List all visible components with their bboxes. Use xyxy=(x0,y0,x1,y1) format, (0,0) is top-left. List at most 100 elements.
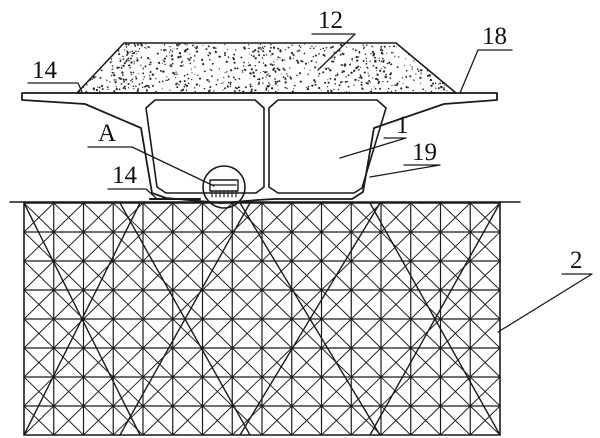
ballast-grain xyxy=(418,50,421,53)
ballast-grain xyxy=(277,47,280,50)
ballast-grain xyxy=(97,86,99,88)
ballast-grain xyxy=(293,54,295,57)
scaffold-diagonal xyxy=(261,376,293,407)
ballast-grain xyxy=(448,66,450,68)
ballast-grain xyxy=(265,74,268,76)
ballast-grain xyxy=(269,63,272,66)
ballast-grain xyxy=(209,68,211,71)
ballast-grain xyxy=(358,79,360,82)
ballast-grain xyxy=(247,64,250,67)
ballast-grain xyxy=(121,71,124,74)
ballast-grain xyxy=(137,73,139,75)
ballast-grain xyxy=(327,79,329,81)
ballast-grain xyxy=(133,88,135,90)
scaffold-diagonal xyxy=(291,202,322,233)
ballast-grain xyxy=(189,56,192,59)
scaffold-diagonal xyxy=(350,376,382,407)
ballast-grain xyxy=(447,61,449,63)
ballast-grain xyxy=(243,46,246,49)
ballast-grain xyxy=(170,63,172,66)
ballast-grain xyxy=(443,50,446,53)
ballast-grain xyxy=(274,82,277,85)
ballast-grain xyxy=(159,69,162,72)
ballast-grain xyxy=(250,88,253,91)
ballast-grain xyxy=(107,88,109,91)
ballast-grain xyxy=(247,47,249,49)
ballast-grain xyxy=(320,89,322,91)
scaffold-diagonal xyxy=(83,347,114,378)
ballast-grain xyxy=(365,60,368,62)
ballast-grain xyxy=(119,58,121,60)
ballast-grain xyxy=(124,49,126,51)
ballast-grain xyxy=(122,64,125,67)
ballast-grain xyxy=(366,66,368,69)
scaffold-diagonal xyxy=(172,347,203,378)
ballast-grain xyxy=(141,82,144,84)
ballast-grain xyxy=(236,67,239,70)
ballast-grain xyxy=(326,89,330,93)
ballast-grain xyxy=(380,68,382,70)
ballast-grain xyxy=(382,70,386,73)
ballast-grain xyxy=(162,59,164,61)
ballast-grain xyxy=(338,84,341,87)
ballast-grain xyxy=(123,85,126,88)
ballast-grain xyxy=(101,88,104,90)
ballast-grain xyxy=(446,90,448,92)
ballast-grain xyxy=(143,76,146,78)
scaffold-diagonal xyxy=(23,231,55,262)
ballast-grain xyxy=(77,67,79,69)
ballast-grain xyxy=(307,73,309,76)
ballast-grain xyxy=(356,59,359,62)
ballast-grain xyxy=(252,50,255,53)
ballast-grain xyxy=(125,60,128,63)
ballast-grain xyxy=(233,90,236,93)
scaffold-diagonal xyxy=(469,318,501,349)
scaffold-diagonal xyxy=(112,347,144,378)
ballast-grain xyxy=(212,46,216,49)
ballast-grain xyxy=(443,87,445,89)
ballast-grain xyxy=(99,45,101,48)
ballast-grain xyxy=(330,46,332,49)
ballast-grain xyxy=(164,48,167,51)
ballast-grain xyxy=(422,88,424,91)
ballast-grain xyxy=(207,45,210,48)
ballast-grain xyxy=(309,69,311,72)
ballast-grain xyxy=(363,71,366,74)
ballast-grain xyxy=(131,50,134,52)
ballast-grain xyxy=(320,48,322,50)
scaffold-diagonal xyxy=(291,347,322,378)
ballast-grain xyxy=(314,66,316,69)
ballast-grain xyxy=(254,89,256,92)
ballast-grain xyxy=(307,85,310,88)
ballast-grain xyxy=(358,68,360,71)
scaffold-diagonal xyxy=(23,376,55,407)
ballast-grain xyxy=(396,66,399,69)
ballast-grain xyxy=(201,58,204,62)
ballast-grain xyxy=(318,75,320,77)
scaffold-diagonal xyxy=(142,347,174,378)
ballast-grain xyxy=(129,51,131,53)
ballast-grain xyxy=(386,80,389,83)
ballast-grain xyxy=(213,90,215,92)
ballast-grain xyxy=(161,88,163,90)
ballast-grain xyxy=(120,83,123,85)
scaffold-diagonal xyxy=(53,231,84,262)
scaffold-diagonal xyxy=(261,231,293,262)
ballast-grain xyxy=(432,55,435,58)
ballast-grain xyxy=(112,67,114,69)
ballast-grain xyxy=(400,87,403,89)
ballast-grain xyxy=(78,63,80,66)
scaffold-diagonal xyxy=(53,347,84,378)
ballast-grain xyxy=(180,89,183,92)
ballast-grain xyxy=(119,77,122,80)
ballast-grain xyxy=(234,78,237,81)
scaffold-diagonal xyxy=(202,347,233,378)
ballast-grain xyxy=(127,83,130,85)
ballast-grain xyxy=(405,76,408,78)
ballast-grain xyxy=(83,81,86,84)
ballast-grain xyxy=(299,46,302,48)
scaffold-diagonal xyxy=(53,376,84,407)
ballast-grain xyxy=(258,78,261,81)
ballast-grain xyxy=(436,43,438,45)
scaffold-diagonal xyxy=(83,318,114,349)
